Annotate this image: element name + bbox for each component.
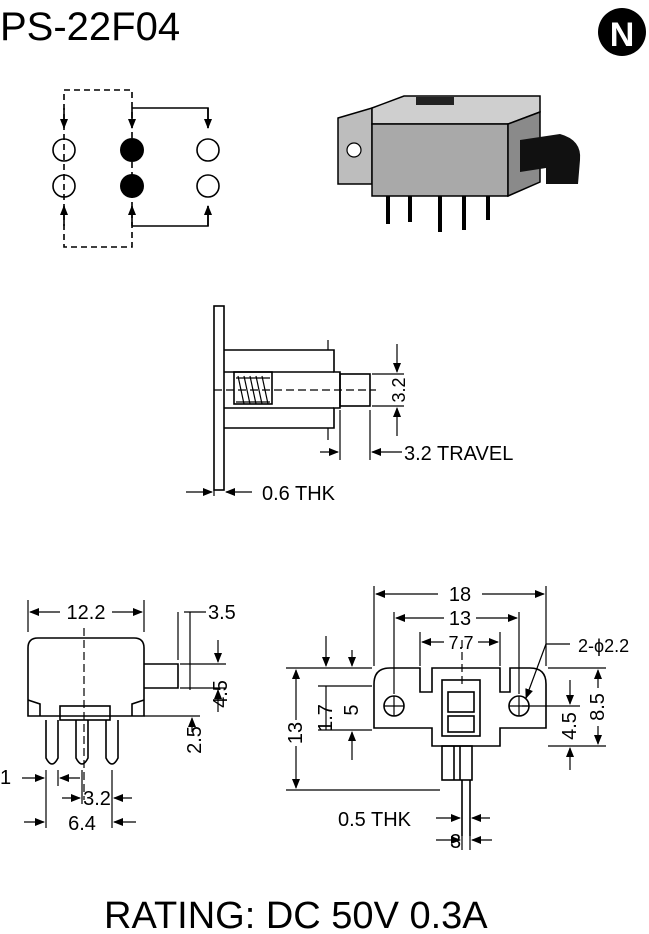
bracket-height-dim: 5 [341, 704, 363, 715]
actuator-height-dim: 4.5 [210, 680, 232, 708]
pin-width-dim: 1 [0, 767, 11, 789]
pin-height-dim: 2.5 [184, 726, 206, 754]
pin-thickness-dim: 0.5 THK [338, 809, 412, 831]
overall-height-dim: 13 [285, 722, 307, 744]
travel-dim: 3.2 TRAVEL [404, 443, 513, 465]
circuit-diagram [52, 89, 220, 248]
pin-pitch-dim: 3.2 [83, 788, 111, 810]
part-number-title: PS-22F04 [0, 5, 180, 49]
spring-coils [236, 375, 270, 405]
pin-pitch-top-dim: 3 [450, 831, 461, 853]
brand-logo: N [598, 8, 646, 56]
hole-pitch-dim: 13 [449, 608, 471, 630]
thickness-dim: 0.6 THK [262, 483, 336, 505]
logo-letter: N [610, 16, 635, 54]
overall-width-dim: 18 [449, 584, 471, 606]
offset-dim: 1.7 [315, 704, 337, 732]
hole-spec-dim: 2-ϕ2.2 [578, 636, 629, 656]
pin-span-dim: 6.4 [68, 813, 96, 835]
front-view-drawing: 12.2 3.5 4.5 2.5 1 3.2 6.4 [0, 600, 236, 835]
switch-product-illustration [337, 95, 581, 232]
top-view-drawing: 18 13 7.7 2-ϕ2.2 13 1.7 5 4.5 8.5 [285, 584, 629, 853]
hole-offset-dim: 4.5 [559, 712, 581, 740]
actuator-offset-dim: 3.5 [208, 602, 236, 624]
rating-text: RATING: DC 50V 0.3A [104, 895, 488, 934]
side-height-dim: 3.2 [389, 377, 409, 402]
total-height-dim: 8.5 [587, 693, 609, 721]
front-width-dim: 12.2 [67, 602, 106, 624]
body-width-dim: 7.7 [448, 633, 473, 653]
side-view-drawing: 3.2 3.2 TRAVEL 0.6 THK [186, 305, 513, 505]
